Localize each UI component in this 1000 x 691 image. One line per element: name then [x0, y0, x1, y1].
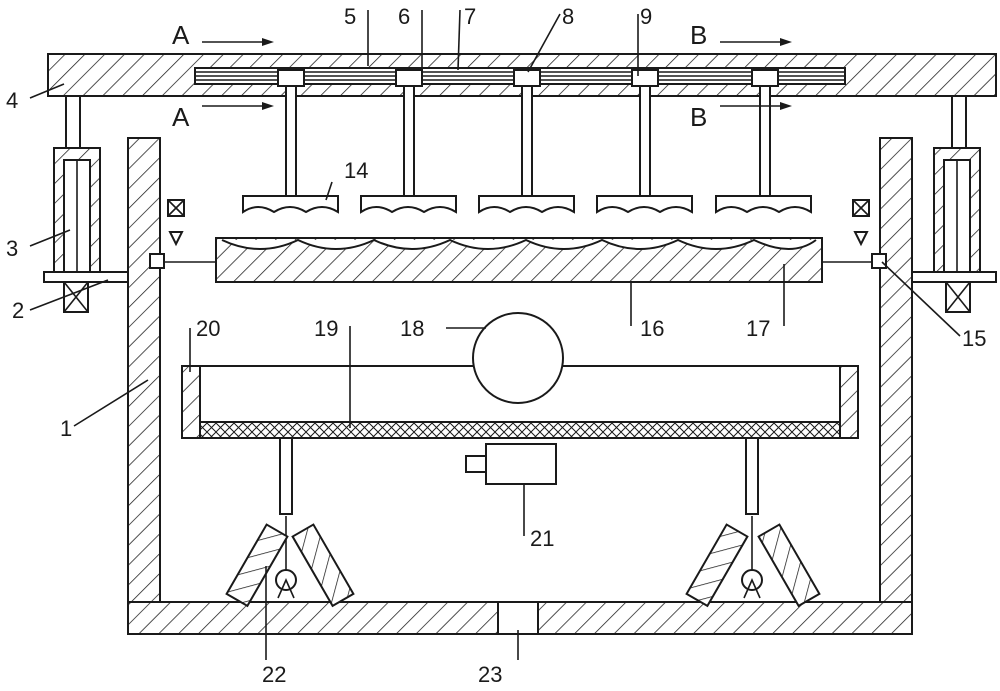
mould-plate	[160, 238, 880, 282]
pressing-heads	[243, 196, 811, 212]
support-left	[227, 438, 354, 606]
label-3: 3	[6, 236, 18, 261]
section-b-bottom: B	[690, 102, 792, 132]
label-5: 5	[344, 4, 356, 29]
section-a-top-letter: A	[172, 20, 190, 50]
label-9: 9	[640, 4, 652, 29]
label-20: 20	[196, 316, 220, 341]
section-a-top: A	[172, 20, 274, 50]
label-22: 22	[262, 662, 286, 687]
label-14: 14	[344, 158, 368, 183]
section-b-top-letter: B	[690, 20, 707, 50]
label-19: 19	[314, 316, 338, 341]
label-6: 6	[398, 4, 410, 29]
section-a-bottom-letter: A	[172, 102, 190, 132]
label-23: 23	[478, 662, 502, 687]
drain-outlet	[498, 602, 538, 634]
label-2: 2	[12, 298, 24, 323]
support-right	[687, 438, 820, 606]
label-18: 18	[400, 316, 424, 341]
section-a-bottom: A	[172, 102, 274, 132]
right-cylinder	[912, 96, 996, 312]
label-16: 16	[640, 316, 664, 341]
left-cylinder	[44, 96, 128, 312]
label-7: 7	[464, 4, 476, 29]
section-b-top: B	[690, 20, 792, 50]
label-1: 1	[60, 416, 72, 441]
section-b-bottom-letter: B	[690, 102, 707, 132]
label-4: 4	[6, 88, 18, 113]
motor	[466, 444, 556, 484]
label-17: 17	[746, 316, 770, 341]
label-8: 8	[562, 4, 574, 29]
roller-disc	[473, 313, 563, 403]
label-21: 21	[530, 526, 554, 551]
label-15: 15	[962, 326, 986, 351]
